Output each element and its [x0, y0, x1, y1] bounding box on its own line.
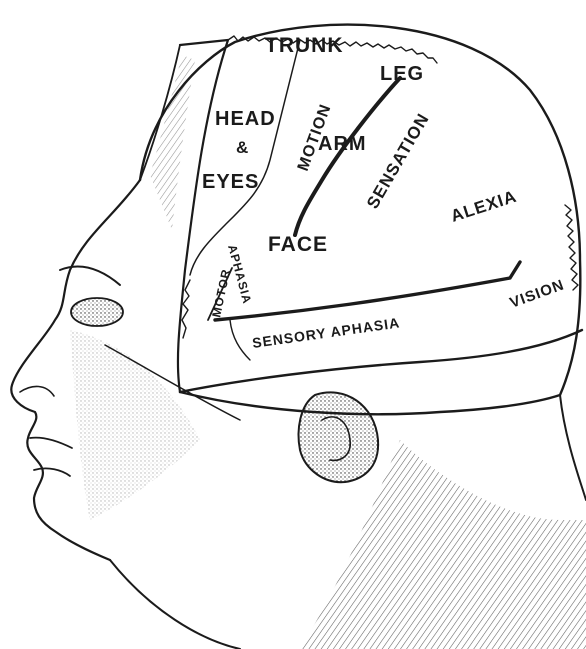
lips	[30, 438, 72, 476]
jaw-outline	[110, 560, 240, 649]
ear	[299, 392, 379, 482]
label-eyes: EYES	[202, 171, 259, 193]
eye	[71, 298, 123, 326]
nostril	[20, 386, 54, 396]
label-leg: LEG	[380, 63, 424, 85]
face-shading	[70, 330, 200, 520]
label-head: HEAD	[215, 108, 276, 130]
label-ampersand: &	[236, 138, 249, 157]
label-alexia: ALEXIA	[448, 187, 519, 226]
scalp-outline	[140, 25, 580, 415]
label-vision: VISION	[508, 276, 567, 311]
label-sensory-aphasia: SENSORY APHASIA	[251, 314, 401, 351]
cap-rim	[180, 330, 582, 392]
sylvian-line	[215, 262, 520, 320]
back-suture	[565, 205, 578, 290]
front-flap-shade	[150, 55, 195, 230]
label-face: FACE	[268, 233, 328, 256]
label-sensation: SENSATION	[363, 110, 433, 212]
sensory-region-divider	[230, 320, 250, 360]
label-motor: MOTOR	[209, 267, 233, 318]
label-trunk: TRUNK	[265, 34, 344, 57]
neck-outline	[560, 395, 586, 500]
label-arm: ARM	[318, 133, 367, 155]
